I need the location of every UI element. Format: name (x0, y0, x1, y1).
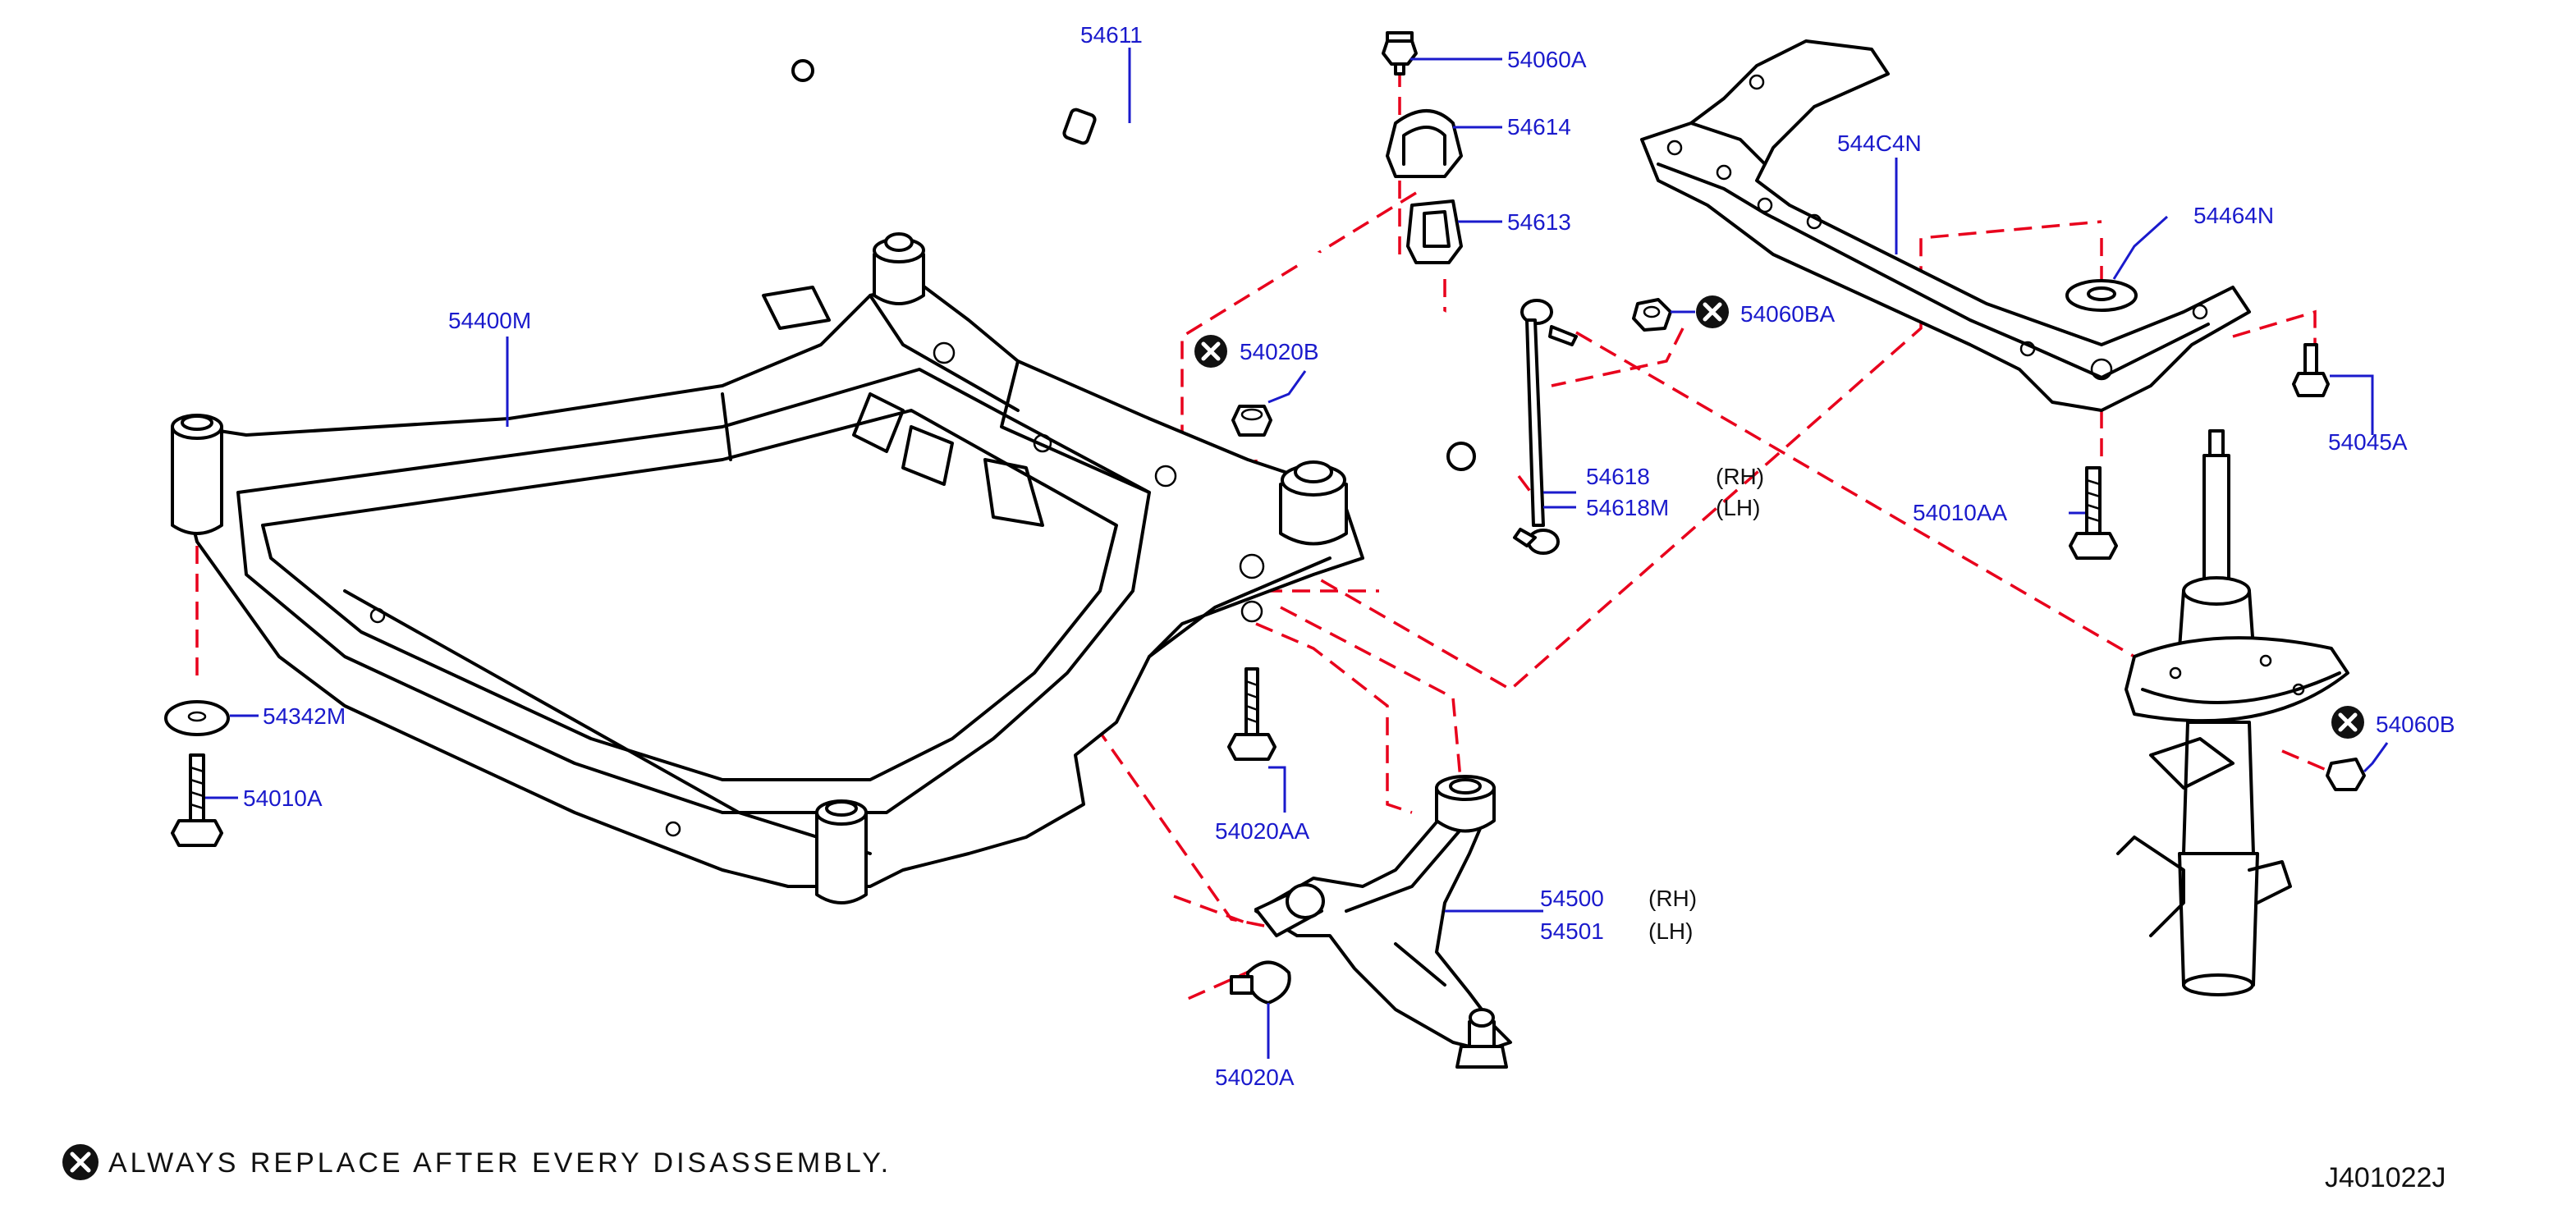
label-54464n[interactable]: 54464N (2193, 203, 2274, 228)
label-54010a[interactable]: 54010A (243, 785, 323, 811)
label-544c4n[interactable]: 544C4N (1837, 130, 1922, 156)
label-54618[interactable]: 54618 (1586, 464, 1650, 489)
label-lh-54501: (LH) (1648, 918, 1693, 944)
label-54618m[interactable]: 54618M (1586, 495, 1669, 520)
circled-x-icon (2331, 706, 2364, 739)
bolt-54010a (171, 753, 223, 847)
label-54611[interactable]: 54611 (1080, 22, 1143, 48)
label-54400m[interactable]: 54400M (448, 308, 531, 333)
part-number-labels[interactable]: 54611 54060A 54614 54613 544C4N 54464N 5… (243, 22, 2455, 1090)
bolt-54020a (1230, 960, 1291, 1005)
strut-assembly (2116, 429, 2366, 996)
front-suspension-member (171, 232, 1364, 904)
label-rh-54500: (RH) (1648, 886, 1697, 911)
nut-54060ba (1632, 298, 1672, 332)
transverse-link (1254, 775, 1512, 1069)
label-lh-54618m: (LH) (1716, 495, 1760, 520)
stabilizer-mount-parts (1386, 31, 1463, 264)
stabilizer-connecting-rod (1513, 299, 1578, 555)
bolt-54045a (2292, 343, 2330, 397)
stabilizer-bar (786, 56, 1487, 483)
label-54614[interactable]: 54614 (1507, 114, 1571, 140)
label-54010aa[interactable]: 54010AA (1913, 500, 2008, 525)
member-stay (1640, 39, 2251, 412)
label-54060a[interactable]: 54060A (1507, 47, 1587, 72)
bolt-54060a (1382, 39, 1418, 66)
label-54060b[interactable]: 54060B (2376, 712, 2455, 737)
washer-54342m (164, 700, 230, 736)
label-54613[interactable]: 54613 (1507, 209, 1571, 235)
replace-note: ALWAYS REPLACE AFTER EVERY DISASSEMBLY. (108, 1147, 892, 1179)
circled-x-icon (1194, 335, 1227, 368)
diagram-reference-id: J401022J (2325, 1162, 2445, 1193)
label-leader-lines (205, 48, 2389, 1059)
label-54501[interactable]: 54501 (1540, 918, 1604, 944)
circled-x-icon (62, 1144, 99, 1180)
label-54020b[interactable]: 54020B (1240, 339, 1319, 364)
label-54020aa[interactable]: 54020AA (1215, 818, 1310, 844)
bolt-54010aa (2069, 466, 2118, 560)
label-54500[interactable]: 54500 (1540, 886, 1604, 911)
washer-54464n (2065, 279, 2138, 312)
label-rh-54618: (RH) (1716, 464, 1764, 489)
bolt-54020aa (1227, 667, 1277, 761)
label-54060ba[interactable]: 54060BA (1740, 301, 1836, 327)
circled-x-icon (1696, 295, 1729, 328)
label-54342m[interactable]: 54342M (263, 703, 346, 729)
label-54045a[interactable]: 54045A (2328, 429, 2408, 455)
label-54020a[interactable]: 54020A (1215, 1065, 1295, 1090)
nut-54020b (1231, 405, 1272, 437)
